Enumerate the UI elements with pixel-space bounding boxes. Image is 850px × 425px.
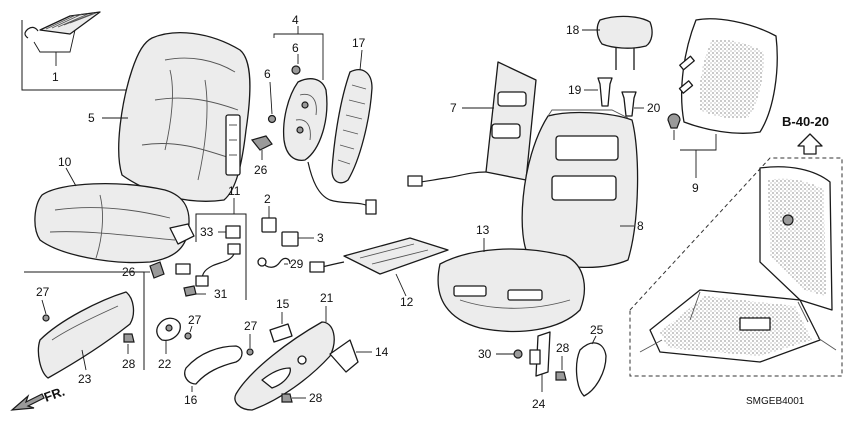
callout-25: 25 — [590, 323, 604, 337]
part-9-back-frame: 9 — [667, 18, 778, 195]
part-23-outer-trim: 27 28 23 — [24, 271, 145, 386]
callout-1: 1 — [52, 70, 59, 84]
callout-27b: 27 — [188, 313, 202, 327]
reference-label: B-40-20 — [782, 114, 829, 129]
part-27-screw-center: 27 — [184, 313, 202, 340]
part-20-switch-knob: 15 — [269, 297, 293, 343]
part-27-screw-right: 27 — [244, 319, 258, 356]
seat-frame-assembly — [629, 157, 843, 377]
callout-26a: 26 — [254, 163, 268, 177]
callout-5: 5 — [88, 111, 95, 125]
part-8-seat-back-pad: 8 — [521, 109, 644, 269]
callout-18: 16 — [184, 393, 198, 407]
callout-10: 10 — [58, 155, 72, 169]
part-29-harness: 29 — [257, 257, 304, 271]
part-4-side-frame: 4 6 6 — [264, 13, 377, 215]
callout-2: 2 — [264, 192, 271, 206]
part-2-3-switches: 2 3 — [261, 192, 324, 247]
up-arrow-icon — [797, 133, 823, 155]
callout-23: 23 — [78, 372, 92, 386]
part-7-back-pad: 7 — [407, 61, 537, 187]
part-15-16-guides: 19 20 — [568, 77, 661, 117]
callout-21: 14 — [375, 345, 389, 359]
callout-29: 29 — [290, 257, 304, 271]
part-25-cover: 25 — [575, 323, 607, 397]
callout-28a: 28 — [122, 357, 136, 371]
callout-16: 20 — [647, 101, 661, 115]
part-24-bracket: 30 24 28 — [478, 331, 570, 411]
part-21-bracket: 14 — [329, 339, 389, 373]
callout-7: 7 — [450, 101, 457, 115]
callout-14: 18 — [566, 23, 580, 37]
part-14-headrest: 18 — [566, 15, 653, 70]
reference-b-40-20: B-40-20 — [782, 114, 829, 155]
callout-6a: 6 — [292, 41, 299, 55]
callout-12: 12 — [400, 295, 414, 309]
part-10-seat-cushion-cover: 10 — [34, 155, 195, 264]
callout-22: 21 — [320, 291, 334, 305]
part-12-seat-heater: 12 — [309, 237, 449, 309]
callout-13: 13 — [476, 223, 490, 237]
callout-28c: 28 — [556, 341, 570, 355]
callout-20: 15 — [276, 297, 290, 311]
part-1-clips: 1 — [21, 11, 137, 91]
callout-15: 19 — [568, 83, 582, 97]
front-direction-arrow: FR. — [10, 384, 67, 411]
callout-8: 8 — [637, 219, 644, 233]
callout-31: 31 — [214, 287, 228, 301]
callout-11: 11 — [228, 184, 241, 198]
callout-32: 33 — [200, 225, 214, 239]
part-13-seat-cushion-pad: 13 — [437, 223, 586, 333]
callout-27c: 27 — [244, 319, 258, 333]
part-18-lever: 16 — [184, 345, 243, 407]
callout-4: 4 — [292, 13, 299, 27]
callout-9: 9 — [692, 181, 699, 195]
callout-6b: 6 — [264, 67, 271, 81]
arrow-front-icon — [10, 393, 45, 411]
diagram-code: SMGEB4001 — [746, 396, 805, 407]
callout-3: 3 — [317, 231, 324, 245]
part-19-knob: 22 — [156, 317, 181, 371]
callout-27a: 27 — [36, 285, 50, 299]
part-5-seat-back-cover: 5 — [88, 32, 251, 202]
part-26-upper-clip: 26 — [250, 135, 273, 177]
part-22-inner-trim: 21 28 — [234, 291, 335, 411]
callout-24: 24 — [532, 397, 546, 411]
callout-30: 30 — [478, 347, 492, 361]
direction-label: FR. — [42, 384, 67, 405]
part-11-harness-group: 11 33 31 — [175, 184, 247, 301]
callout-19: 22 — [158, 357, 172, 371]
part-17-side-airbag: 17 — [331, 36, 373, 184]
callout-17: 17 — [352, 36, 366, 50]
callout-28b: 28 — [309, 391, 323, 405]
part-26-lower-clip: 26 — [122, 261, 165, 279]
